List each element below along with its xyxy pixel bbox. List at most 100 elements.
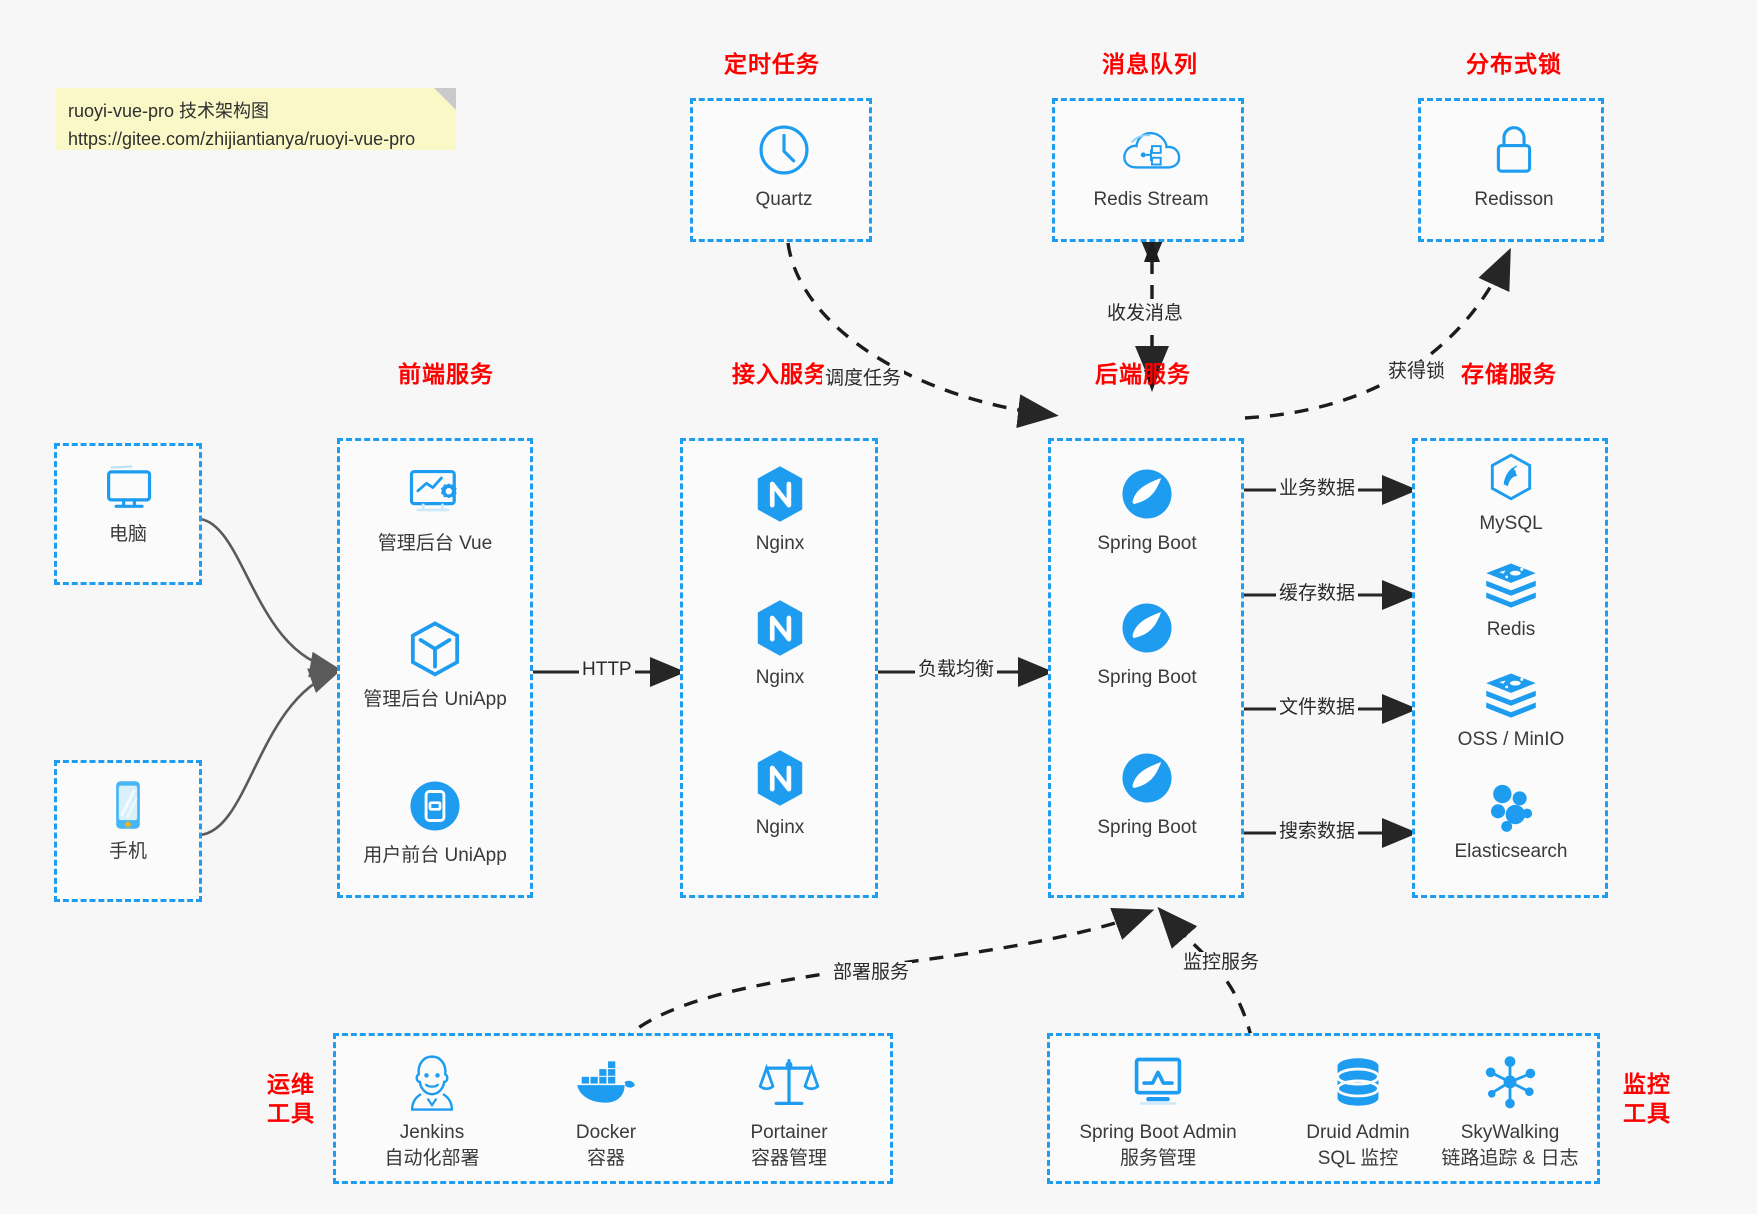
- node-nginx-3[interactable]: Nginx: [705, 747, 855, 841]
- note-line-1: ruoyi-vue-pro 技术架构图: [68, 101, 270, 121]
- node-portainer[interactable]: Portainer 容器管理: [704, 1050, 874, 1171]
- monitor-chart-icon: [1058, 1050, 1258, 1114]
- node-redisson[interactable]: Redisson: [1439, 119, 1589, 213]
- group-box-gateway: Nginx Nginx Nginx: [680, 438, 878, 898]
- desktop-icon: [54, 460, 202, 516]
- group-title-devops: 运维 工具: [256, 1070, 326, 1128]
- node-label: Nginx: [755, 667, 805, 688]
- node-springboot-2[interactable]: Spring Boot: [1072, 597, 1222, 691]
- group-box-lock: Redisson: [1418, 98, 1604, 242]
- spring-icon: [1072, 463, 1222, 525]
- node-druid-admin[interactable]: Druid Admin SQL 监控: [1275, 1050, 1441, 1171]
- node-label: 电脑: [108, 524, 147, 545]
- node-label: Portainer: [750, 1122, 828, 1143]
- group-title-frontend: 前端服务: [398, 361, 494, 387]
- mobile-icon: [54, 777, 202, 833]
- group-title-monitor-line2: 工具: [1623, 1099, 1671, 1126]
- sticky-note: ruoyi-vue-pro 技术架构图 https://gitee.com/zh…: [56, 88, 456, 150]
- node-admin-uniapp[interactable]: 管理后台 UniApp: [360, 619, 510, 713]
- group-title-backend: 后端服务: [1095, 361, 1191, 387]
- edge-label-file-data: 文件数据: [1276, 697, 1359, 720]
- group-title-scheduler: 定时任务: [724, 51, 820, 77]
- node-label: Jenkins: [399, 1122, 465, 1143]
- group-box-frontend: 管理后台 Vue 管理后台 UniApp 用户前台 UniApp: [337, 438, 533, 898]
- node-label: 用户前台 UniApp: [363, 845, 507, 866]
- node-nginx-2[interactable]: Nginx: [705, 597, 855, 691]
- group-title-monitor: 监控 工具: [1612, 1070, 1682, 1128]
- node-skywalking[interactable]: SkyWalking 链路追踪 & 日志: [1420, 1050, 1600, 1171]
- node-sublabel: 链路追踪 & 日志: [1441, 1147, 1579, 1169]
- node-redis-stream[interactable]: Redis Stream: [1076, 119, 1226, 213]
- node-label: Docker: [575, 1122, 637, 1143]
- node-mysql[interactable]: MySQL: [1436, 453, 1586, 537]
- node-label: 管理后台 UniApp: [363, 689, 507, 710]
- node-label: OSS / MinIO: [1457, 729, 1565, 750]
- node-label: Spring Boot Admin: [1079, 1122, 1237, 1143]
- node-label: Nginx: [755, 817, 805, 838]
- group-box-mq: Redis Stream: [1052, 98, 1244, 242]
- group-title-devops-line2: 工具: [267, 1099, 315, 1126]
- node-label: Nginx: [755, 533, 805, 554]
- network-icon: [1420, 1050, 1600, 1114]
- nginx-icon: [705, 463, 855, 525]
- node-elasticsearch[interactable]: Elasticsearch: [1436, 781, 1586, 865]
- node-oss-minio[interactable]: OSS / MinIO: [1436, 669, 1586, 753]
- edge-label-cache-data: 缓存数据: [1276, 583, 1359, 606]
- mysql-icon: [1436, 453, 1586, 505]
- node-label: MySQL: [1479, 513, 1543, 534]
- redis-icon: [1436, 559, 1586, 611]
- spring-icon: [1072, 597, 1222, 659]
- nginx-icon: [705, 747, 855, 809]
- edge-label-deploy-service: 部署服务: [830, 962, 913, 985]
- node-label: Quartz: [755, 189, 813, 210]
- node-redis[interactable]: Redis: [1436, 559, 1586, 643]
- node-sublabel: 容器: [586, 1147, 625, 1169]
- node-springboot-1[interactable]: Spring Boot: [1072, 463, 1222, 557]
- node-docker[interactable]: Docker 容器: [526, 1050, 686, 1171]
- redis-icon: [1436, 669, 1586, 721]
- edge-label-http: HTTP: [579, 659, 635, 682]
- node-label: Elasticsearch: [1454, 841, 1568, 862]
- node-phone[interactable]: 手机: [54, 777, 202, 865]
- node-sublabel: 自动化部署: [384, 1147, 480, 1169]
- jenkins-icon: [352, 1050, 512, 1114]
- dashboard-icon: [360, 463, 510, 525]
- node-label: Redis: [1486, 619, 1536, 640]
- node-sublabel: 容器管理: [750, 1147, 827, 1169]
- clock-icon: [709, 119, 859, 181]
- edge-label-send-receive-message: 收发消息: [1104, 303, 1187, 326]
- group-title-lock: 分布式锁: [1466, 51, 1562, 77]
- group-title-storage: 存储服务: [1461, 361, 1557, 387]
- docker-icon: [526, 1050, 686, 1114]
- node-springboot-3[interactable]: Spring Boot: [1072, 747, 1222, 841]
- node-label: Druid Admin: [1306, 1122, 1410, 1143]
- node-spring-boot-admin[interactable]: Spring Boot Admin 服务管理: [1058, 1050, 1258, 1171]
- note-fold-corner: [434, 88, 456, 110]
- node-pc[interactable]: 电脑: [54, 460, 202, 548]
- node-jenkins[interactable]: Jenkins 自动化部署: [352, 1050, 512, 1171]
- node-label: 管理后台 Vue: [377, 533, 493, 554]
- group-box-phone: 手机: [54, 760, 202, 902]
- node-user-uniapp[interactable]: 用户前台 UniApp: [360, 775, 510, 869]
- node-label: Redis Stream: [1093, 189, 1209, 210]
- edge-label-acquire-lock: 获得锁: [1385, 361, 1449, 384]
- group-box-storage: MySQL Redis: [1412, 438, 1608, 898]
- lock-icon: [1439, 119, 1589, 181]
- nginx-icon: [705, 597, 855, 659]
- spring-icon: [1072, 747, 1222, 809]
- cloud-stream-icon: [1076, 119, 1226, 181]
- database-icon: [1275, 1050, 1441, 1114]
- group-box-scheduler: Quartz: [690, 98, 872, 242]
- node-label: Spring Boot: [1097, 667, 1197, 688]
- node-sublabel: 服务管理: [1119, 1147, 1196, 1169]
- edge-label-search-data: 搜索数据: [1276, 821, 1359, 844]
- group-title-devops-line1: 运维: [267, 1071, 315, 1097]
- node-nginx-1[interactable]: Nginx: [705, 463, 855, 557]
- node-admin-vue[interactable]: 管理后台 Vue: [360, 463, 510, 557]
- group-title-monitor-line1: 监控: [1623, 1071, 1671, 1097]
- node-quartz[interactable]: Quartz: [709, 119, 859, 213]
- group-box-devops: Jenkins 自动化部署 Docker 容器: [333, 1033, 893, 1184]
- group-title-gateway: 接入服务: [732, 361, 828, 387]
- edge-label-monitor-service: 监控服务: [1180, 952, 1263, 975]
- node-label: Spring Boot: [1097, 533, 1197, 554]
